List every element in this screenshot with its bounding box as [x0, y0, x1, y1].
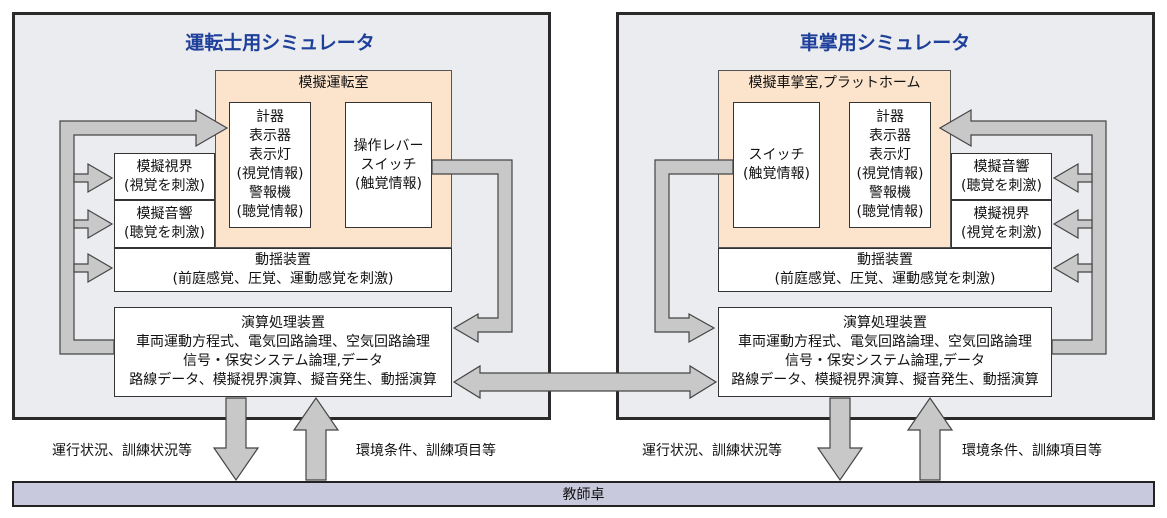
compute-link-arrow: [452, 364, 718, 400]
conductor-sound-box: 模擬音響 (聴覚を刺激): [951, 153, 1052, 200]
left-arrow-to-visual: [73, 162, 114, 194]
right-arrow-to-sound: [1052, 162, 1093, 194]
conductor-visual-box: 模擬視界 (視覚を刺激): [951, 200, 1052, 248]
driver-motion-box: 動揺装置 (前庭感覚、圧覚、運動感覚を刺激): [114, 248, 452, 292]
left-arrow-to-sound: [73, 208, 114, 240]
conductor-instruments-box: 計器 表示器 表示灯 (視覚情報) 警報機 (聴覚情報): [849, 102, 931, 228]
driver-sound-box: 模擬音響 (聴覚を刺激): [114, 200, 215, 248]
right-switch-to-compute-arrow: [654, 159, 734, 344]
right-conditions-up-arrow: [906, 396, 954, 481]
left-arrow-to-motion: [73, 252, 114, 284]
right-conditions-label: 環境条件、訓練項目等: [962, 443, 1102, 459]
conductor-switch-box: スイッチ (触覚情報): [733, 102, 820, 228]
right-arrow-to-visual: [1052, 208, 1093, 240]
conductor-simulator-title: 車掌用シミュレータ: [799, 32, 971, 54]
conductor-motion-box: 動揺装置 (前庭感覚、圧覚、運動感覚を刺激): [718, 248, 1052, 292]
driver-instruments-box: 計器 表示器 表示灯 (視覚情報) 警報機 (聴覚情報): [229, 102, 311, 228]
right-feedback-arrow: [938, 108, 1107, 355]
conductor-compute-box: 演算処理装置 車両運動方程式、電気回路論理、空気回路論理 信号・保安システム論理…: [718, 307, 1052, 397]
driver-visual-box: 模擬視界 (視覚を刺激): [114, 153, 215, 200]
conductor-cab-label: 模擬車掌室,プラットホーム: [748, 75, 921, 91]
right-status-label: 運行状況、訓練状況等: [642, 443, 782, 459]
driver-simulator-title: 運転士用シミュレータ: [185, 32, 375, 54]
left-status-label: 運行状況、訓練状況等: [52, 443, 192, 459]
driver-compute-box: 演算処理装置 車両運動方程式、電気回路論理、空気回路論理 信号・保安システム論理…: [114, 307, 452, 397]
left-controls-to-compute-arrow: [431, 159, 513, 344]
driver-controls-box: 操作レバー スイッチ (触覚情報): [345, 102, 432, 228]
left-conditions-up-arrow: [292, 396, 340, 481]
driver-cab-label: 模擬運転室: [298, 75, 369, 91]
left-status-down-arrow: [212, 397, 260, 482]
right-arrow-to-motion: [1052, 252, 1093, 284]
right-status-down-arrow: [816, 397, 864, 482]
left-feedback-arrow: [59, 108, 229, 355]
left-conditions-label: 環境条件、訓練項目等: [356, 443, 496, 459]
teacher-console-bar: 教師卓: [12, 481, 1155, 507]
